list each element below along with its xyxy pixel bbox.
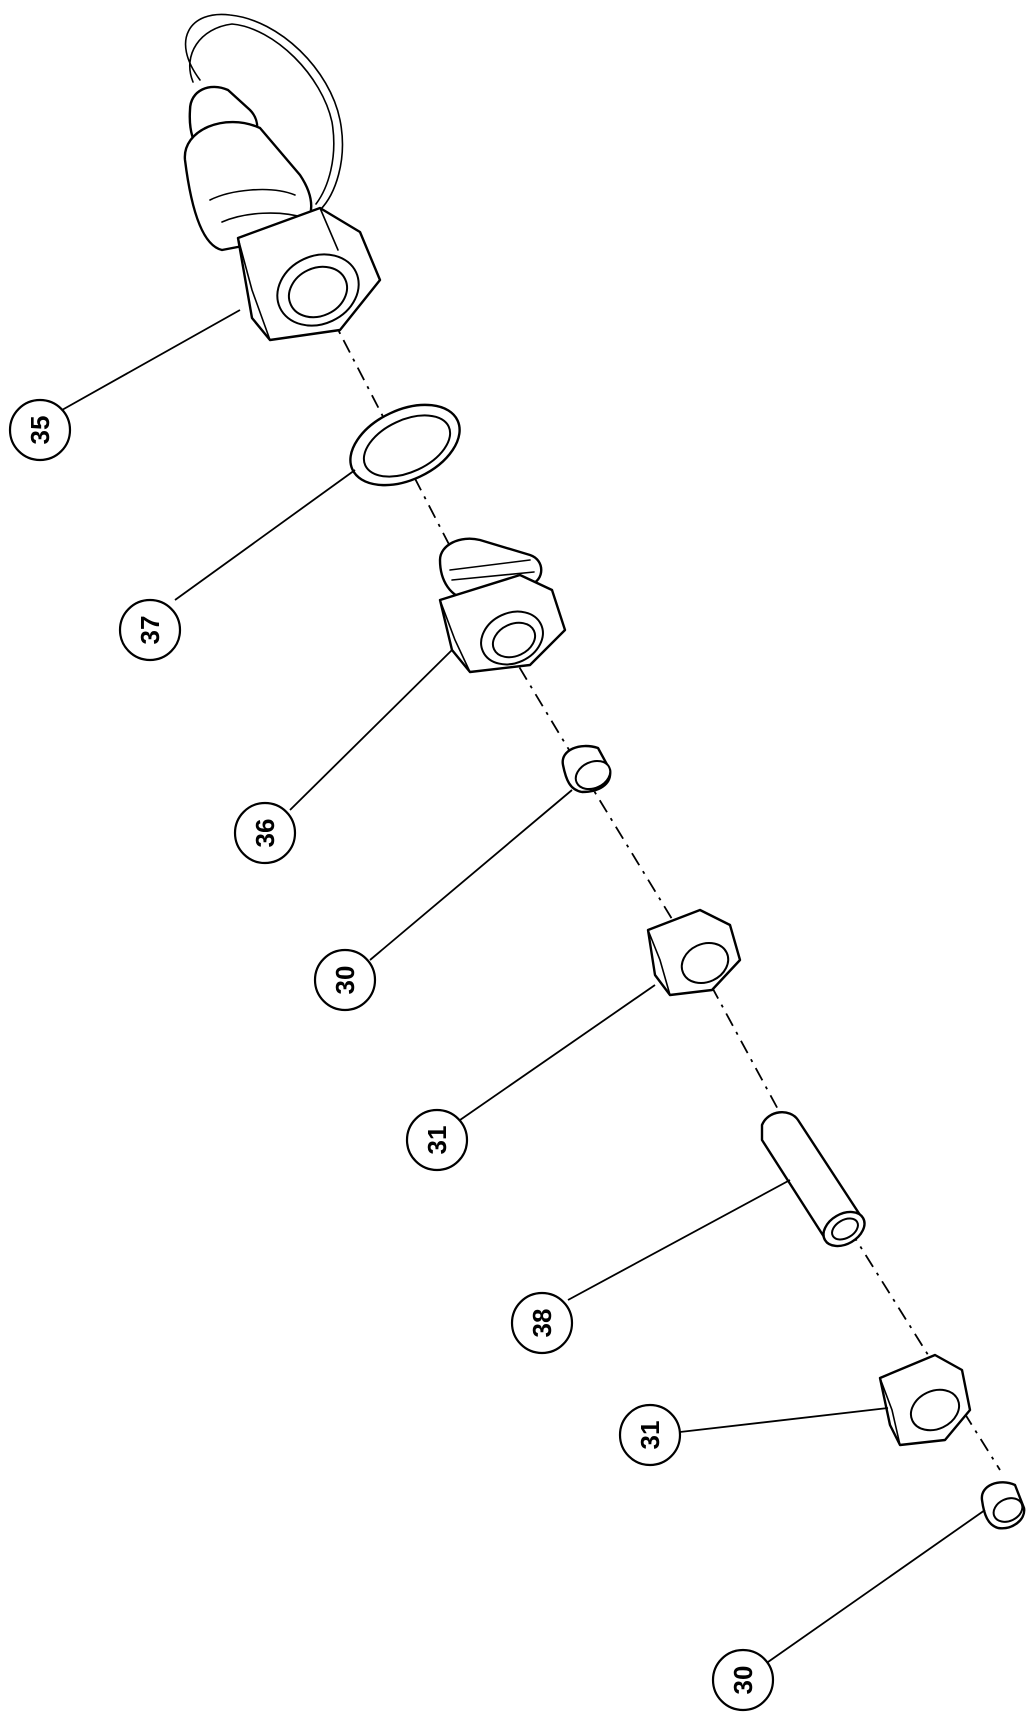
callout-30-lower-label: 30 [728, 1666, 758, 1695]
callout-31-upper: 31 [405, 1108, 469, 1172]
callout-30-upper: 30 [313, 948, 377, 1012]
callout-37: 37 [118, 598, 182, 662]
leader-38 [567, 1179, 791, 1301]
leader-37 [174, 469, 356, 601]
callout-31-lower-label: 31 [635, 1421, 665, 1450]
callout-30-upper-label: 30 [330, 966, 360, 995]
dust-cap-strap [184, 13, 344, 211]
part-36-adapter-fitting [438, 537, 567, 674]
callout-36-label: 36 [250, 819, 280, 848]
leader-31-lower [679, 1407, 889, 1433]
callout-37-label: 37 [135, 616, 165, 645]
part-30-ferrule-upper [561, 744, 612, 794]
leader-30-upper [369, 789, 573, 961]
part-38-tube [760, 1111, 866, 1248]
callout-36: 36 [233, 801, 297, 865]
leader-35 [61, 309, 241, 411]
part-35-quick-coupler [183, 13, 382, 342]
callout-35: 35 [8, 398, 72, 462]
callout-35-label: 35 [25, 416, 55, 445]
callout-30-lower: 30 [711, 1648, 775, 1712]
callout-31-upper-label: 31 [422, 1126, 452, 1155]
part-31-hex-nut-lower [878, 1353, 972, 1447]
callout-38: 38 [510, 1291, 574, 1355]
leader-30-lower [767, 1509, 986, 1663]
part-31-hex-nut-upper [646, 908, 742, 997]
part-37-sealing-washer [349, 403, 461, 487]
leader-31-upper [459, 984, 656, 1121]
leader-36 [289, 649, 453, 811]
part-30-ferrule-lower [980, 1481, 1026, 1530]
callout-38-label: 38 [527, 1309, 557, 1338]
callout-31-lower: 31 [618, 1403, 682, 1467]
